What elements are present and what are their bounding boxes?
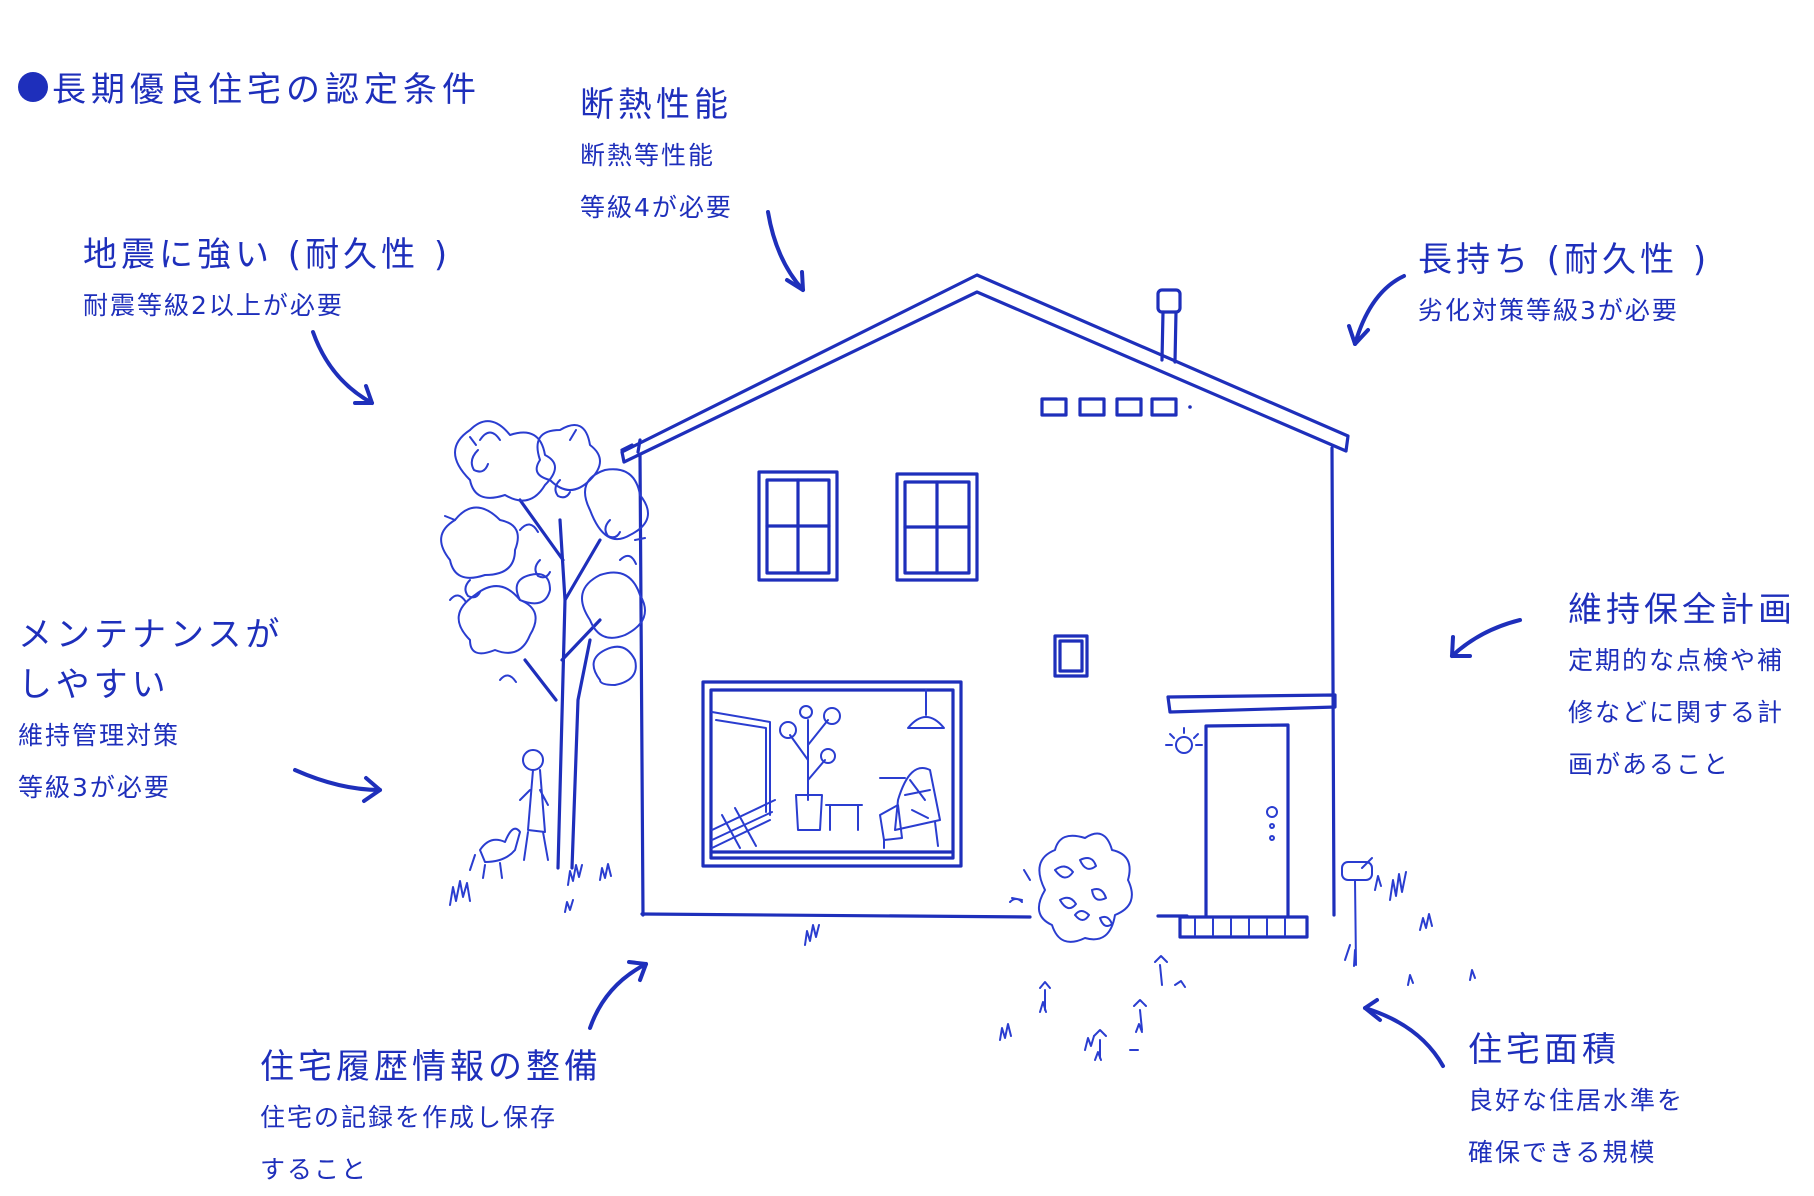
tree <box>440 420 649 870</box>
label-floor-area-head: 住宅面積 <box>1468 1030 1620 1070</box>
label-maintenance-ease-line-1: 維持管理対策 <box>18 721 181 750</box>
label-floor-area-line-1: 良好な住居水準を <box>1468 1086 1685 1115</box>
label-maintenance-plan-line-2: 修などに関する計 <box>1568 698 1785 727</box>
label-maintenance-ease-head-2: しやすい <box>18 665 170 705</box>
label-maintenance-ease-line-2: 等級3が必要 <box>18 773 171 802</box>
label-insulation-head: 断熱性能 <box>580 85 732 125</box>
label-maintenance-plan-head: 維持保全計画 <box>1568 590 1796 630</box>
label-earthquake-head: 地震に強い (耐久性 ) <box>83 235 452 275</box>
label-history-line-2: すること <box>260 1155 369 1184</box>
porch-lamp <box>1165 727 1203 754</box>
arrow-earthquake <box>311 330 374 405</box>
title-group: 長期優良住宅の認定条件 <box>18 62 481 111</box>
label-durability-line-1: 劣化対策等級3が必要 <box>1418 296 1679 325</box>
small-window <box>1053 634 1089 678</box>
label-history-line-1: 住宅の記録を作成し保存 <box>260 1103 558 1132</box>
mailbox <box>1341 857 1373 967</box>
label-maintenance-ease-head-1: メンテナンスが <box>18 615 284 655</box>
label-durability: 長持ち (耐久性 ) 劣化対策等級3が必要 <box>1418 235 1710 337</box>
label-maintenance-plan: 維持保全計画 定期的な点検や補 修などに関する計 画があること <box>1568 585 1796 791</box>
arrow-durability <box>1347 274 1406 346</box>
flowers <box>1039 955 1186 1061</box>
arrow-insulation <box>766 210 805 292</box>
label-insulation-line-1: 断熱等性能 <box>580 141 716 170</box>
grass <box>449 863 1476 1051</box>
arrow-floor-area <box>1363 998 1445 1068</box>
living-room-window <box>701 680 963 868</box>
attic-vents <box>1040 397 1192 417</box>
label-durability-head: 長持ち (耐久性 ) <box>1418 240 1711 280</box>
label-floor-area-line-2: 確保できる規模 <box>1468 1138 1657 1167</box>
upper-window-left <box>757 470 839 582</box>
label-insulation-line-2: 等級4が必要 <box>580 193 733 222</box>
label-history: 住宅履歴情報の整備 住宅の記録を作成し保存 すること <box>260 1042 602 1196</box>
house-body <box>636 438 1336 919</box>
label-earthquake-line-1: 耐震等級2以上が必要 <box>83 291 344 320</box>
arrow-history <box>588 960 648 1030</box>
label-maintenance-plan-line-3: 画があること <box>1568 750 1731 779</box>
arrow-maintenance-ease <box>293 768 382 803</box>
label-maintenance-plan-line-1: 定期的な点検や補 <box>1568 646 1785 675</box>
front-door <box>1166 693 1337 917</box>
chimney <box>1156 288 1182 364</box>
upper-window-right <box>895 472 979 582</box>
child-and-dog <box>469 749 549 879</box>
bush <box>1009 832 1133 943</box>
bullet-dot <box>18 71 48 102</box>
label-floor-area: 住宅面積 良好な住居水準を 確保できる規模 <box>1468 1025 1684 1179</box>
arrow-maintenance-plan <box>1450 618 1522 658</box>
roof <box>620 273 1350 464</box>
label-history-head: 住宅履歴情報の整備 <box>260 1047 602 1087</box>
label-insulation: 断熱性能 断熱等性能 等級4が必要 <box>580 80 733 234</box>
label-maintenance-ease: メンテナンスが しやすい 維持管理対策 等級3が必要 <box>18 610 283 814</box>
page-title: 長期優良住宅の認定条件 <box>52 70 481 110</box>
front-steps <box>1178 915 1309 939</box>
label-earthquake: 地震に強い (耐久性 ) 耐震等級2以上が必要 <box>83 230 451 332</box>
